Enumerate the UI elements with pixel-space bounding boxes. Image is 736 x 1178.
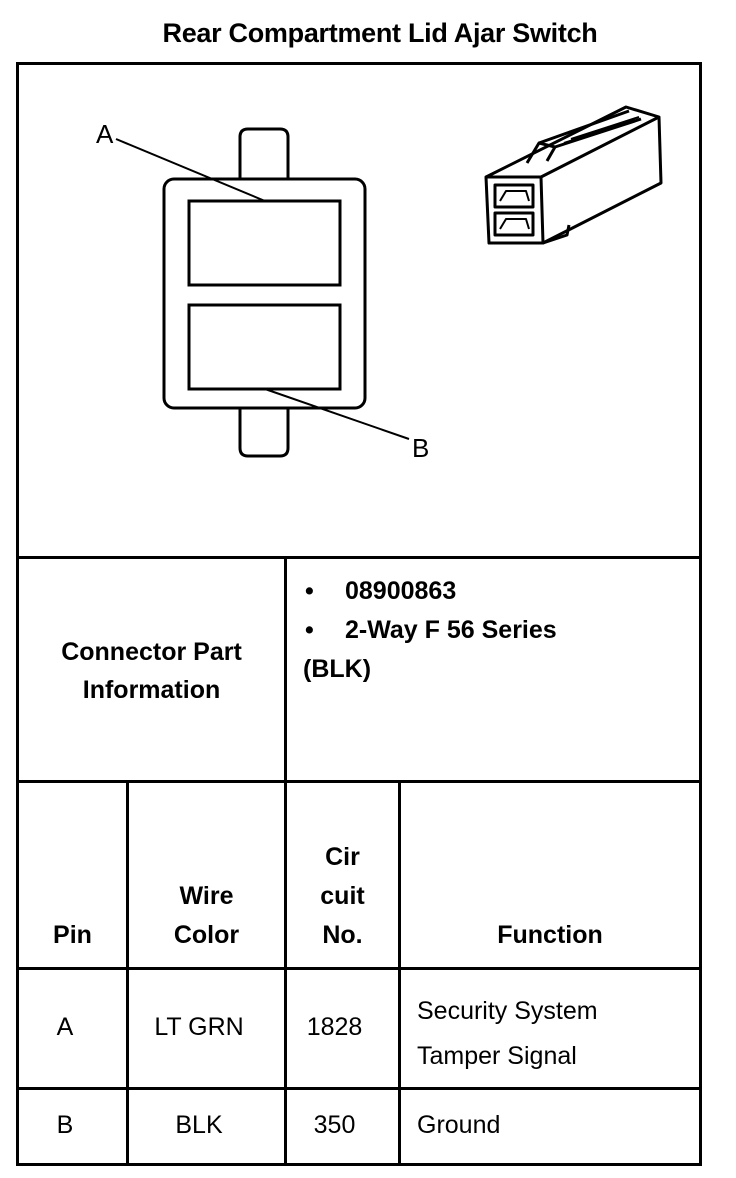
header-wire-color: Wire Color <box>129 877 284 955</box>
bullet: • <box>305 577 314 605</box>
row-a-pin: A <box>56 1013 74 1041</box>
part-number-item: • 08900863 <box>287 572 697 611</box>
header-wire-color-line2: Color <box>173 921 240 949</box>
connector-series: 2-Way F 56 Series <box>345 616 557 644</box>
header-circuit-line1: Cir <box>325 843 360 871</box>
series-item: • 2-Way F 56 Series <box>287 611 697 650</box>
pin-label-b: B <box>412 433 429 463</box>
connector-tab-bottom <box>238 408 290 458</box>
header-wire-color-line1: Wire <box>179 882 234 910</box>
row-b-wire-color: BLK <box>175 1111 223 1139</box>
divider <box>16 967 702 970</box>
divider <box>284 556 287 1166</box>
row-b-function: Ground <box>417 1111 501 1139</box>
divider <box>126 780 129 1166</box>
row-a-wire-color: LT GRN <box>154 1013 244 1041</box>
pin-label-a: A <box>96 119 114 149</box>
connector-label-line2: Information <box>82 676 221 704</box>
cavity-b <box>187 303 342 391</box>
table-frame <box>16 62 702 1166</box>
connector-part-details: • 08900863 • 2-Way F 56 Series (BLK) <box>287 572 697 689</box>
bullet: • <box>305 616 314 644</box>
row-b-pin: B <box>56 1111 74 1139</box>
header-circuit-line2: cuit <box>320 882 365 910</box>
row-a-circuit: 1828 <box>306 1013 363 1041</box>
header-pin: Pin <box>53 921 92 949</box>
row-b-circuit: 350 <box>313 1111 356 1139</box>
header-circuit: Cir cuit No. <box>287 838 398 955</box>
row-a-function: Security System Tamper Signal <box>417 989 697 1079</box>
connector-part-info-label: Connector Part Information <box>19 560 284 782</box>
connector-label-line1: Connector Part <box>61 638 242 666</box>
connector-tab-top <box>238 127 290 179</box>
connector-3d-icon <box>484 105 663 245</box>
divider <box>16 1087 702 1090</box>
row-a-function-line1: Security System <box>417 997 598 1025</box>
cavity-a <box>187 199 342 287</box>
part-number: 08900863 <box>345 577 457 605</box>
connector-diagram: A B <box>96 105 663 463</box>
row-a-function-line2: Tamper Signal <box>417 1042 577 1070</box>
connector-body <box>162 177 367 410</box>
header-function: Function <box>497 921 603 949</box>
connector-color: (BLK) <box>303 655 372 683</box>
leader-line-a <box>115 138 266 202</box>
leader-line-b <box>264 388 410 440</box>
header-circuit-line3: No. <box>322 921 363 949</box>
divider <box>16 556 702 559</box>
divider <box>16 780 702 783</box>
page-title: Rear Compartment Lid Ajar Switch <box>162 18 598 48</box>
divider <box>398 780 401 1166</box>
